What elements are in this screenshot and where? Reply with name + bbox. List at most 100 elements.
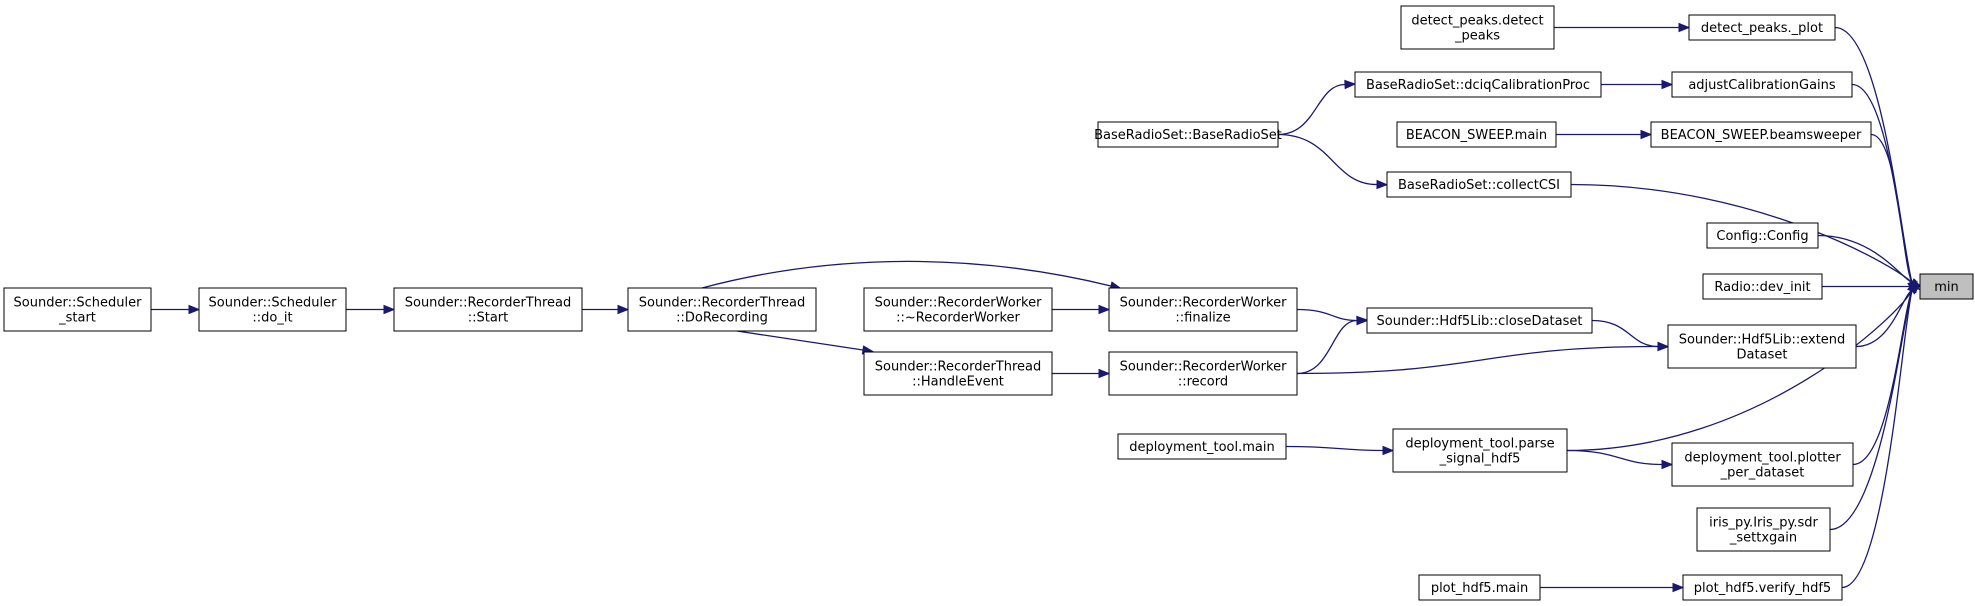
arrowhead-icon <box>1098 368 1111 379</box>
node-label: _per_dataset <box>1720 466 1805 481</box>
node-sched-start[interactable]: Sounder::Scheduler_start <box>3 287 152 332</box>
node-label: BaseRadioSet::dciqCalibrationProc <box>1366 78 1590 93</box>
node-plotter[interactable]: deployment_tool.plotter_per_dataset <box>1671 442 1854 487</box>
node-box <box>1418 574 1541 601</box>
node-dorec[interactable]: Sounder::RecorderThread::DoRecording <box>627 287 817 332</box>
node-min[interactable]: min <box>1919 273 1974 300</box>
node-label: ::HandleEvent <box>912 375 1004 390</box>
edge-start-to-dorec <box>582 304 630 315</box>
node-box <box>1682 574 1843 601</box>
arrowhead-icon <box>1382 445 1395 456</box>
node-devinit[interactable]: Radio::dev_init <box>1702 273 1823 300</box>
edge-dorec-to-finalize <box>701 260 1123 291</box>
node-box <box>627 287 817 332</box>
node-label: detect_peaks.detect <box>1411 14 1543 29</box>
node-label: deployment_tool.plotter <box>1684 451 1841 466</box>
node-label: _start <box>58 311 96 326</box>
node-verify[interactable]: plot_hdf5.verify_hdf5 <box>1682 574 1843 601</box>
node-label: ::do_it <box>252 311 292 326</box>
edge-line <box>1566 449 1663 466</box>
node-dp-plot[interactable]: detect_peaks._plot <box>1688 14 1836 41</box>
node-box <box>1117 433 1287 460</box>
edge-line <box>1841 290 1913 589</box>
edge-handle-to-record <box>1052 368 1111 379</box>
node-record[interactable]: Sounder::RecorderWorker::record <box>1108 351 1298 396</box>
edge-iris-to-min <box>1829 279 1917 531</box>
edge-line <box>1852 290 1913 466</box>
node-adjust[interactable]: adjustCalibrationGains <box>1671 71 1853 98</box>
node-label: _signal_hdf5 <box>1439 452 1521 467</box>
node-box <box>1671 71 1853 98</box>
node-box <box>3 287 152 332</box>
edge-dtor-to-finalize <box>1052 304 1111 315</box>
edge-dp-detect-to-dp-plot <box>1554 22 1691 33</box>
node-brs[interactable]: BaseRadioSet::BaseRadioSet <box>1094 121 1282 148</box>
arrowhead-icon <box>1657 341 1670 352</box>
edge-line <box>1855 289 1913 348</box>
node-beacon-main[interactable]: BEACON_SWEEP.main <box>1396 121 1557 148</box>
edge-brs-to-collectCSI <box>1277 133 1389 190</box>
node-label: Sounder::Hdf5Lib::closeDataset <box>1377 314 1583 329</box>
edge-line <box>701 260 1112 289</box>
arrowhead-icon <box>1344 79 1357 90</box>
node-label: Config::Config <box>1716 229 1808 244</box>
edge-line <box>736 330 864 351</box>
arrowhead-icon <box>1640 129 1653 140</box>
edge-record-to-extend <box>1296 341 1670 375</box>
node-label: BaseRadioSet::collectCSI <box>1398 178 1560 193</box>
node-label: Sounder::RecorderWorker <box>1120 360 1288 375</box>
node-doit[interactable]: Sounder::Scheduler::do_it <box>198 287 347 332</box>
edge-brs-to-dciq <box>1277 79 1357 136</box>
node-box <box>863 351 1053 396</box>
node-finalize[interactable]: Sounder::RecorderWorker::finalize <box>1108 287 1298 332</box>
node-dp-detect[interactable]: detect_peaks.detect_peaks <box>1400 5 1555 50</box>
node-label: Radio::dev_init <box>1714 280 1810 295</box>
node-box <box>1108 287 1298 332</box>
node-box <box>393 287 583 332</box>
nodes-layer: min detect_peaks._plot detect_peaks.detect… <box>3 5 1974 601</box>
node-label: ::~RecorderWorker <box>896 311 1020 326</box>
edge-line <box>1566 290 1913 452</box>
node-beamsweeper[interactable]: BEACON_SWEEP.beamsweeper <box>1650 121 1872 148</box>
edge-dorec-to-handle <box>736 330 875 355</box>
node-collectCSI[interactable]: BaseRadioSet::collectCSI <box>1386 171 1572 198</box>
edge-config-to-min <box>1817 234 1923 288</box>
node-label: ::Start <box>468 311 509 326</box>
node-close[interactable]: Sounder::Hdf5Lib::closeDataset <box>1366 307 1593 334</box>
node-label: Sounder::RecorderThread <box>405 296 572 311</box>
node-label: adjustCalibrationGains <box>1688 78 1836 93</box>
node-ph-main[interactable]: plot_hdf5.main <box>1418 574 1541 601</box>
arrowhead-icon <box>1356 315 1369 326</box>
node-box <box>1650 121 1872 148</box>
node-iris[interactable]: iris_py.Iris_py.sdr_settxgain <box>1696 507 1831 552</box>
node-label: deployment_tool.parse <box>1405 437 1554 452</box>
node-config[interactable]: Config::Config <box>1706 222 1819 249</box>
node-box <box>1108 351 1298 396</box>
node-handle[interactable]: Sounder::RecorderThread::HandleEvent <box>863 351 1053 396</box>
node-label: deployment_tool.main <box>1129 440 1275 455</box>
node-parse[interactable]: deployment_tool.parse_signal_hdf5 <box>1392 428 1568 473</box>
node-label: BaseRadioSet::BaseRadioSet <box>1094 128 1282 143</box>
node-start[interactable]: Sounder::RecorderThread::Start <box>393 287 583 332</box>
node-box <box>198 287 347 332</box>
node-label: _settxgain <box>1729 531 1797 546</box>
arrowhead-icon <box>188 304 201 315</box>
edge-plotter-to-min <box>1852 279 1917 466</box>
node-box <box>863 287 1053 332</box>
arrowhead-icon <box>617 304 630 315</box>
node-label: Sounder::Hdf5Lib::extend <box>1679 333 1846 348</box>
node-dt-main[interactable]: deployment_tool.main <box>1117 433 1287 460</box>
node-dtor[interactable]: Sounder::RecorderWorker::~RecorderWorker <box>863 287 1053 332</box>
node-box <box>1386 171 1572 198</box>
edge-line <box>1277 133 1378 186</box>
edge-line <box>1851 83 1913 283</box>
node-box <box>1667 324 1857 369</box>
node-dciq[interactable]: BaseRadioSet::dciqCalibrationProc <box>1354 71 1602 98</box>
node-box <box>1400 5 1555 50</box>
node-label: Sounder::RecorderWorker <box>1120 296 1288 311</box>
node-box <box>1696 507 1831 552</box>
arrowhead-icon <box>383 304 396 315</box>
edge-line <box>1285 445 1384 452</box>
